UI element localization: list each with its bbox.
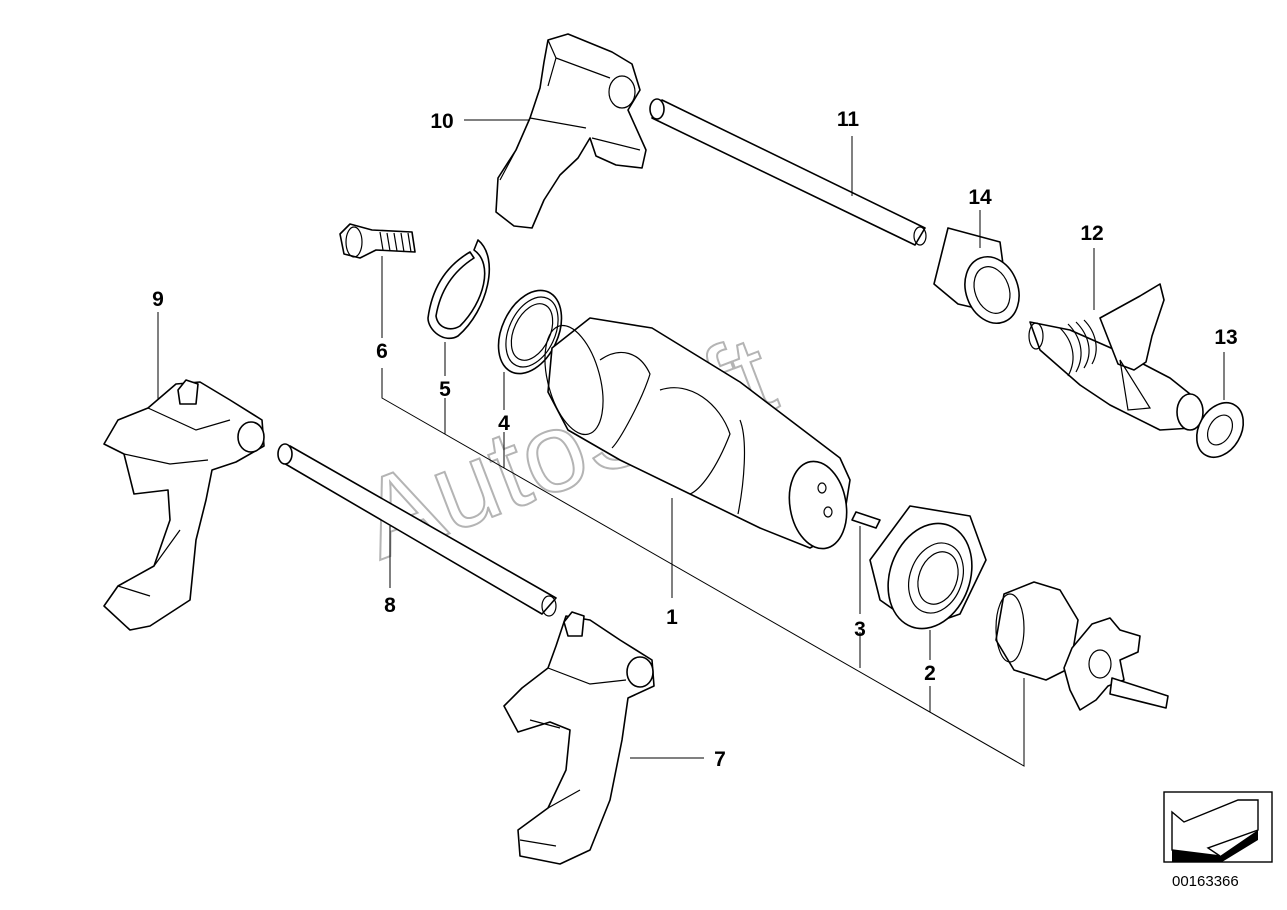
callout-12: 12 (1080, 222, 1103, 245)
leader-lines (157, 119, 1225, 767)
callout-10: 10 (430, 110, 453, 133)
orientation-box (1163, 791, 1273, 863)
callout-1: 1 (666, 606, 678, 629)
callout-6: 6 (376, 340, 388, 363)
bushing-14[interactable] (933, 227, 1028, 331)
shift-fork-9[interactable] (103, 379, 265, 631)
shift-fork-7[interactable] (503, 611, 655, 865)
diagram-code: 00163366 (1172, 873, 1239, 890)
callout-8: 8 (384, 594, 396, 617)
star-wheel-assembly[interactable] (995, 581, 1169, 711)
shift-drum-1[interactable] (534, 317, 853, 553)
callout-11: 11 (837, 108, 860, 131)
callout-5: 5 (439, 378, 451, 401)
bearing-2[interactable] (869, 505, 987, 640)
callout-9: 9 (152, 288, 164, 311)
callouts: 1 2 3 4 5 6 7 8 9 10 11 12 13 14 (152, 108, 1238, 771)
selector-shaft-12[interactable] (1028, 283, 1204, 431)
callout-7: 7 (714, 748, 726, 771)
shift-fork-10[interactable] (495, 33, 647, 229)
shift-rod-11[interactable] (649, 98, 927, 246)
callout-14: 14 (968, 186, 992, 209)
leader-group-bracket (381, 368, 1025, 767)
callout-4: 4 (498, 412, 510, 435)
pin-3[interactable] (851, 511, 881, 529)
callout-3: 3 (854, 618, 866, 641)
circlip-5[interactable] (427, 239, 491, 340)
callout-2: 2 (924, 662, 936, 685)
callout-13: 13 (1214, 326, 1237, 349)
shift-rod-8[interactable] (277, 443, 557, 617)
washer-13[interactable] (1187, 394, 1252, 465)
bolt-6[interactable] (339, 223, 416, 259)
arrow-orientation-icon (1171, 799, 1259, 862)
